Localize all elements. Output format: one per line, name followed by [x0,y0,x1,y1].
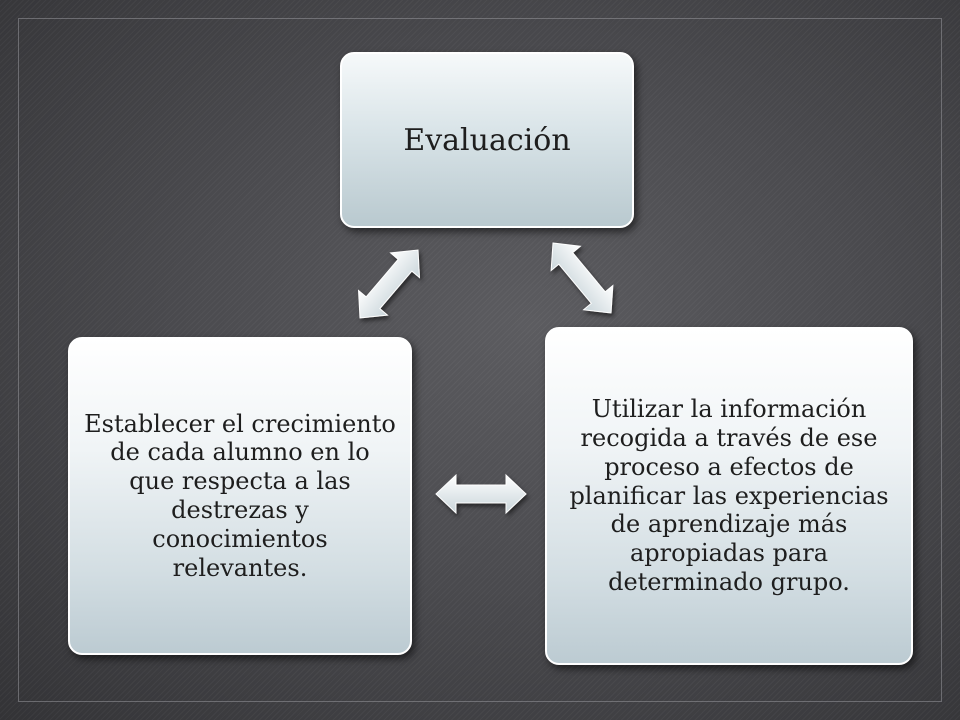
node-establecer-crecimiento: Establecer el crecimiento de cada alumno… [68,337,412,655]
slide-frame [18,18,942,702]
node-evaluacion: Evaluación [340,52,634,228]
node-evaluacion-text: Evaluación [403,122,571,158]
node-establecer-crecimiento-text: Establecer el crecimiento de cada alumno… [84,409,396,582]
node-utilizar-informacion: Utilizar la información recogida a travé… [545,327,913,665]
node-utilizar-informacion-text: Utilizar la información recogida a travé… [569,395,889,596]
